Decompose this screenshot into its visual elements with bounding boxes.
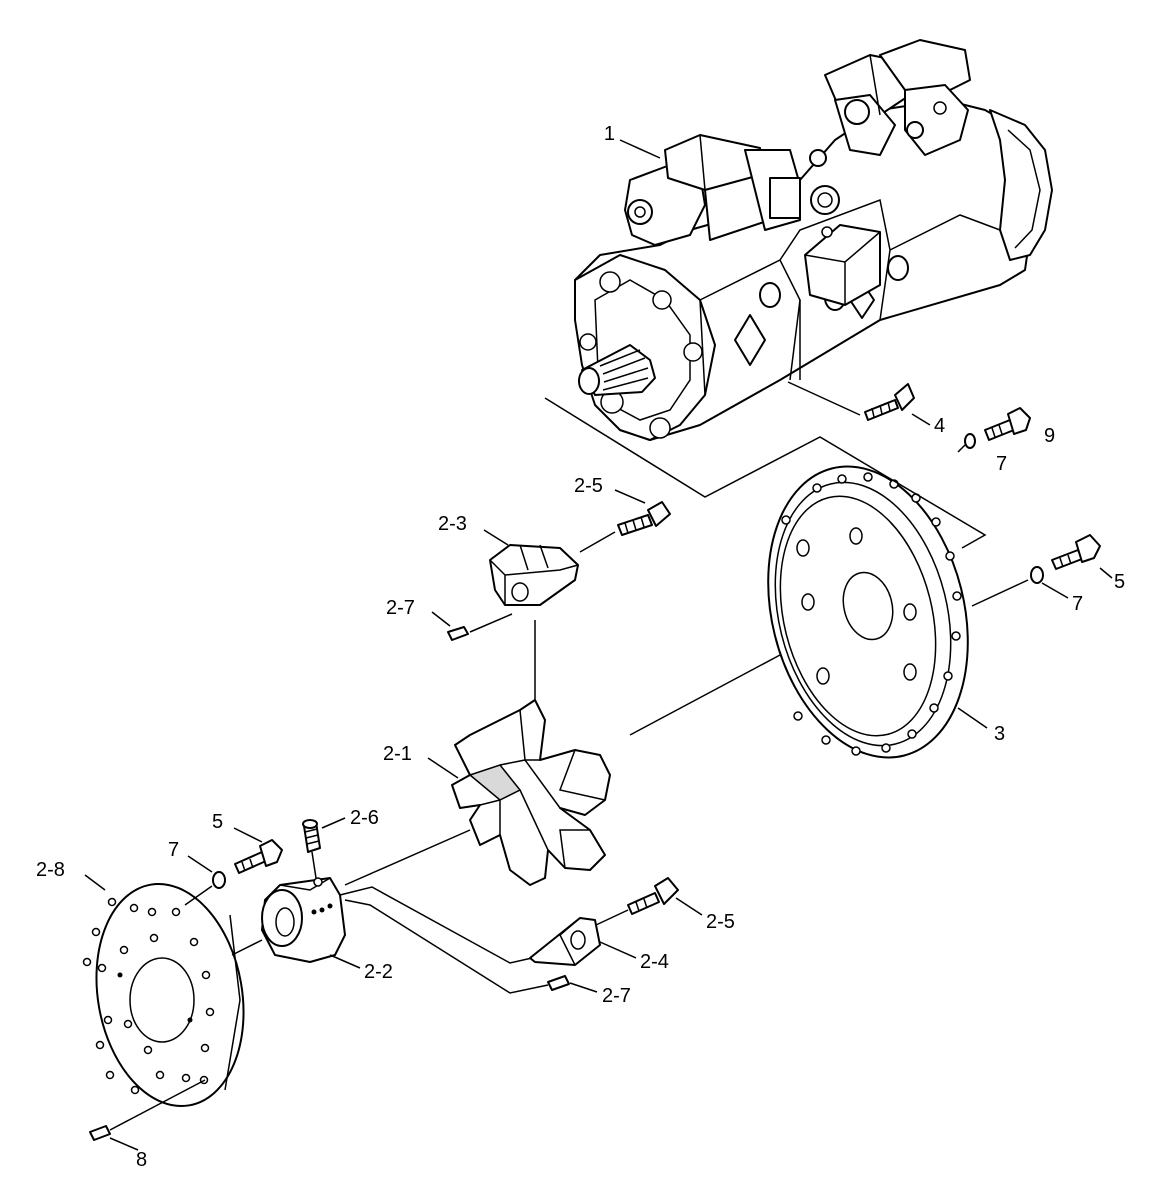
pin-2-7-upper [447,626,469,641]
flywheel-housing [767,465,969,759]
callout-2-7-upper: 2-7 [386,597,415,619]
hex-bolt-5-right [1051,534,1101,570]
hex-bolt-9 [984,407,1031,441]
callout-8: 8 [136,1149,147,1171]
socket-bolt-4 [864,383,915,421]
callout-1: 1 [604,123,615,145]
clamp-wedge-upper [489,544,579,606]
callout-7-right: 7 [1072,593,1083,615]
pin-2-7-lower [547,975,570,991]
callout-7-upper: 7 [996,453,1007,475]
callout-2-5-lower: 2-5 [706,911,735,933]
callout-labels: 1 4 9 7 2-5 2-3 5 7 2-7 3 2-1 5 2-6 7 2-… [36,123,1125,1171]
callout-2-2: 2-2 [364,961,393,983]
coupling-plate [82,882,245,1108]
callout-5-right: 5 [1114,571,1125,593]
socket-screw-2-5-lower [627,877,679,915]
callout-3: 3 [994,723,1005,745]
callout-9: 9 [1044,425,1055,447]
callout-2-5-upper: 2-5 [574,475,603,497]
coupling-hub [261,877,346,963]
callout-2-1: 2-1 [383,743,412,765]
washer-7-right [1030,566,1044,584]
callout-5-left: 5 [212,811,223,833]
coupling-element [451,699,611,886]
callout-2-6: 2-6 [350,807,379,829]
set-screw-2-6 [302,819,321,853]
hex-bolt-5-left [234,839,283,874]
callout-2-4: 2-4 [640,951,669,973]
callout-7-left: 7 [168,839,179,861]
callout-2-8: 2-8 [36,859,65,881]
pin-8 [89,1125,111,1141]
hydraulic-pump-assembly [574,39,1053,441]
assembly-lines [84,139,1113,1151]
washer-7-upper [964,433,976,449]
clamp-wedge-lower [529,917,601,966]
callout-4: 4 [934,415,945,437]
callout-2-3: 2-3 [438,513,467,535]
washer-7-left [212,871,226,889]
socket-screw-2-5-upper [617,501,671,536]
callout-2-7-lower: 2-7 [602,985,631,1007]
